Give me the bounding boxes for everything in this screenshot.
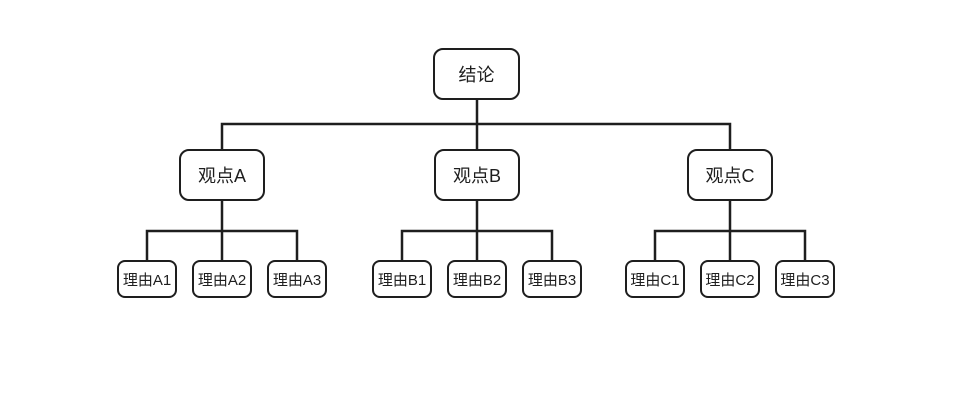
node-reason-b1[interactable]: 理由B1 — [372, 260, 432, 298]
node-conclusion[interactable]: 结论 — [433, 48, 520, 100]
connector-branch-a-to-leaves — [145, 199, 299, 262]
node-reason-a1[interactable]: 理由A1 — [117, 260, 177, 298]
node-label: 观点B — [452, 166, 501, 186]
node-viewpoint-a[interactable]: 观点A — [179, 149, 265, 201]
node-label: 理由C1 — [630, 271, 680, 289]
node-viewpoint-b[interactable]: 观点B — [434, 149, 520, 201]
node-reason-a3[interactable]: 理由A3 — [267, 260, 327, 298]
node-label: 观点A — [197, 166, 246, 186]
node-reason-a2[interactable]: 理由A2 — [192, 260, 252, 298]
node-label: 结论 — [458, 65, 495, 85]
node-label: 理由C2 — [705, 271, 755, 289]
node-label: 理由A1 — [122, 271, 172, 289]
node-reason-b3[interactable]: 理由B3 — [522, 260, 582, 298]
node-label: 理由B1 — [377, 271, 427, 289]
node-label: 理由A2 — [197, 271, 247, 289]
connector-branch-c-to-leaves — [653, 199, 807, 262]
connector-root-to-branches — [220, 98, 732, 151]
node-reason-c1[interactable]: 理由C1 — [625, 260, 685, 298]
node-label: 理由C3 — [780, 271, 830, 289]
node-label: 理由B3 — [527, 271, 577, 289]
node-reason-c3[interactable]: 理由C3 — [775, 260, 835, 298]
node-label: 观点C — [705, 166, 755, 186]
node-label: 理由A3 — [272, 271, 322, 289]
connector-branch-b-to-leaves — [400, 199, 554, 262]
node-label: 理由B2 — [452, 271, 502, 289]
node-reason-c2[interactable]: 理由C2 — [700, 260, 760, 298]
node-reason-b2[interactable]: 理由B2 — [447, 260, 507, 298]
node-viewpoint-c[interactable]: 观点C — [687, 149, 773, 201]
